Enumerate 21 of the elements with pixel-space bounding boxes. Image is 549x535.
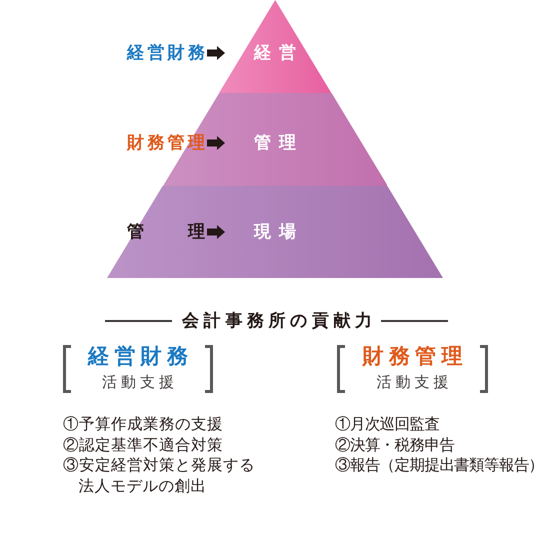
list-item: ①予算作成業務の支援 <box>63 415 223 435</box>
tier-label: 経営 <box>254 42 296 64</box>
section-heading: 会計事務所の貢献力 <box>182 310 372 332</box>
tier-label: 管理 <box>254 132 296 154</box>
service-heading: 財務管理 <box>362 345 462 369</box>
arrow <box>207 136 225 150</box>
list-item: ③報告（定期提出書類等報告） <box>335 456 544 476</box>
service-subheading: 活動支援 <box>376 373 448 393</box>
list-item: ②認定基準不適合対策 <box>63 436 223 456</box>
level-label: 経営財務 <box>127 42 205 64</box>
arrow <box>207 225 225 239</box>
level-label: 財務管理 <box>127 132 205 154</box>
service-heading: 経営財務 <box>88 345 188 369</box>
list-item: ③安定経営対策と発展する法人モデルの創出 <box>63 456 256 498</box>
list-item: ①月次巡回監査 <box>335 415 440 435</box>
service-subheading: 活動支援 <box>102 373 174 393</box>
pyramid-tier <box>218 0 332 93</box>
tier-label: 現場 <box>254 221 296 243</box>
arrow <box>207 46 225 60</box>
list-item: ②決算・税務申告 <box>335 436 454 456</box>
pyramid-tier <box>107 186 443 278</box>
